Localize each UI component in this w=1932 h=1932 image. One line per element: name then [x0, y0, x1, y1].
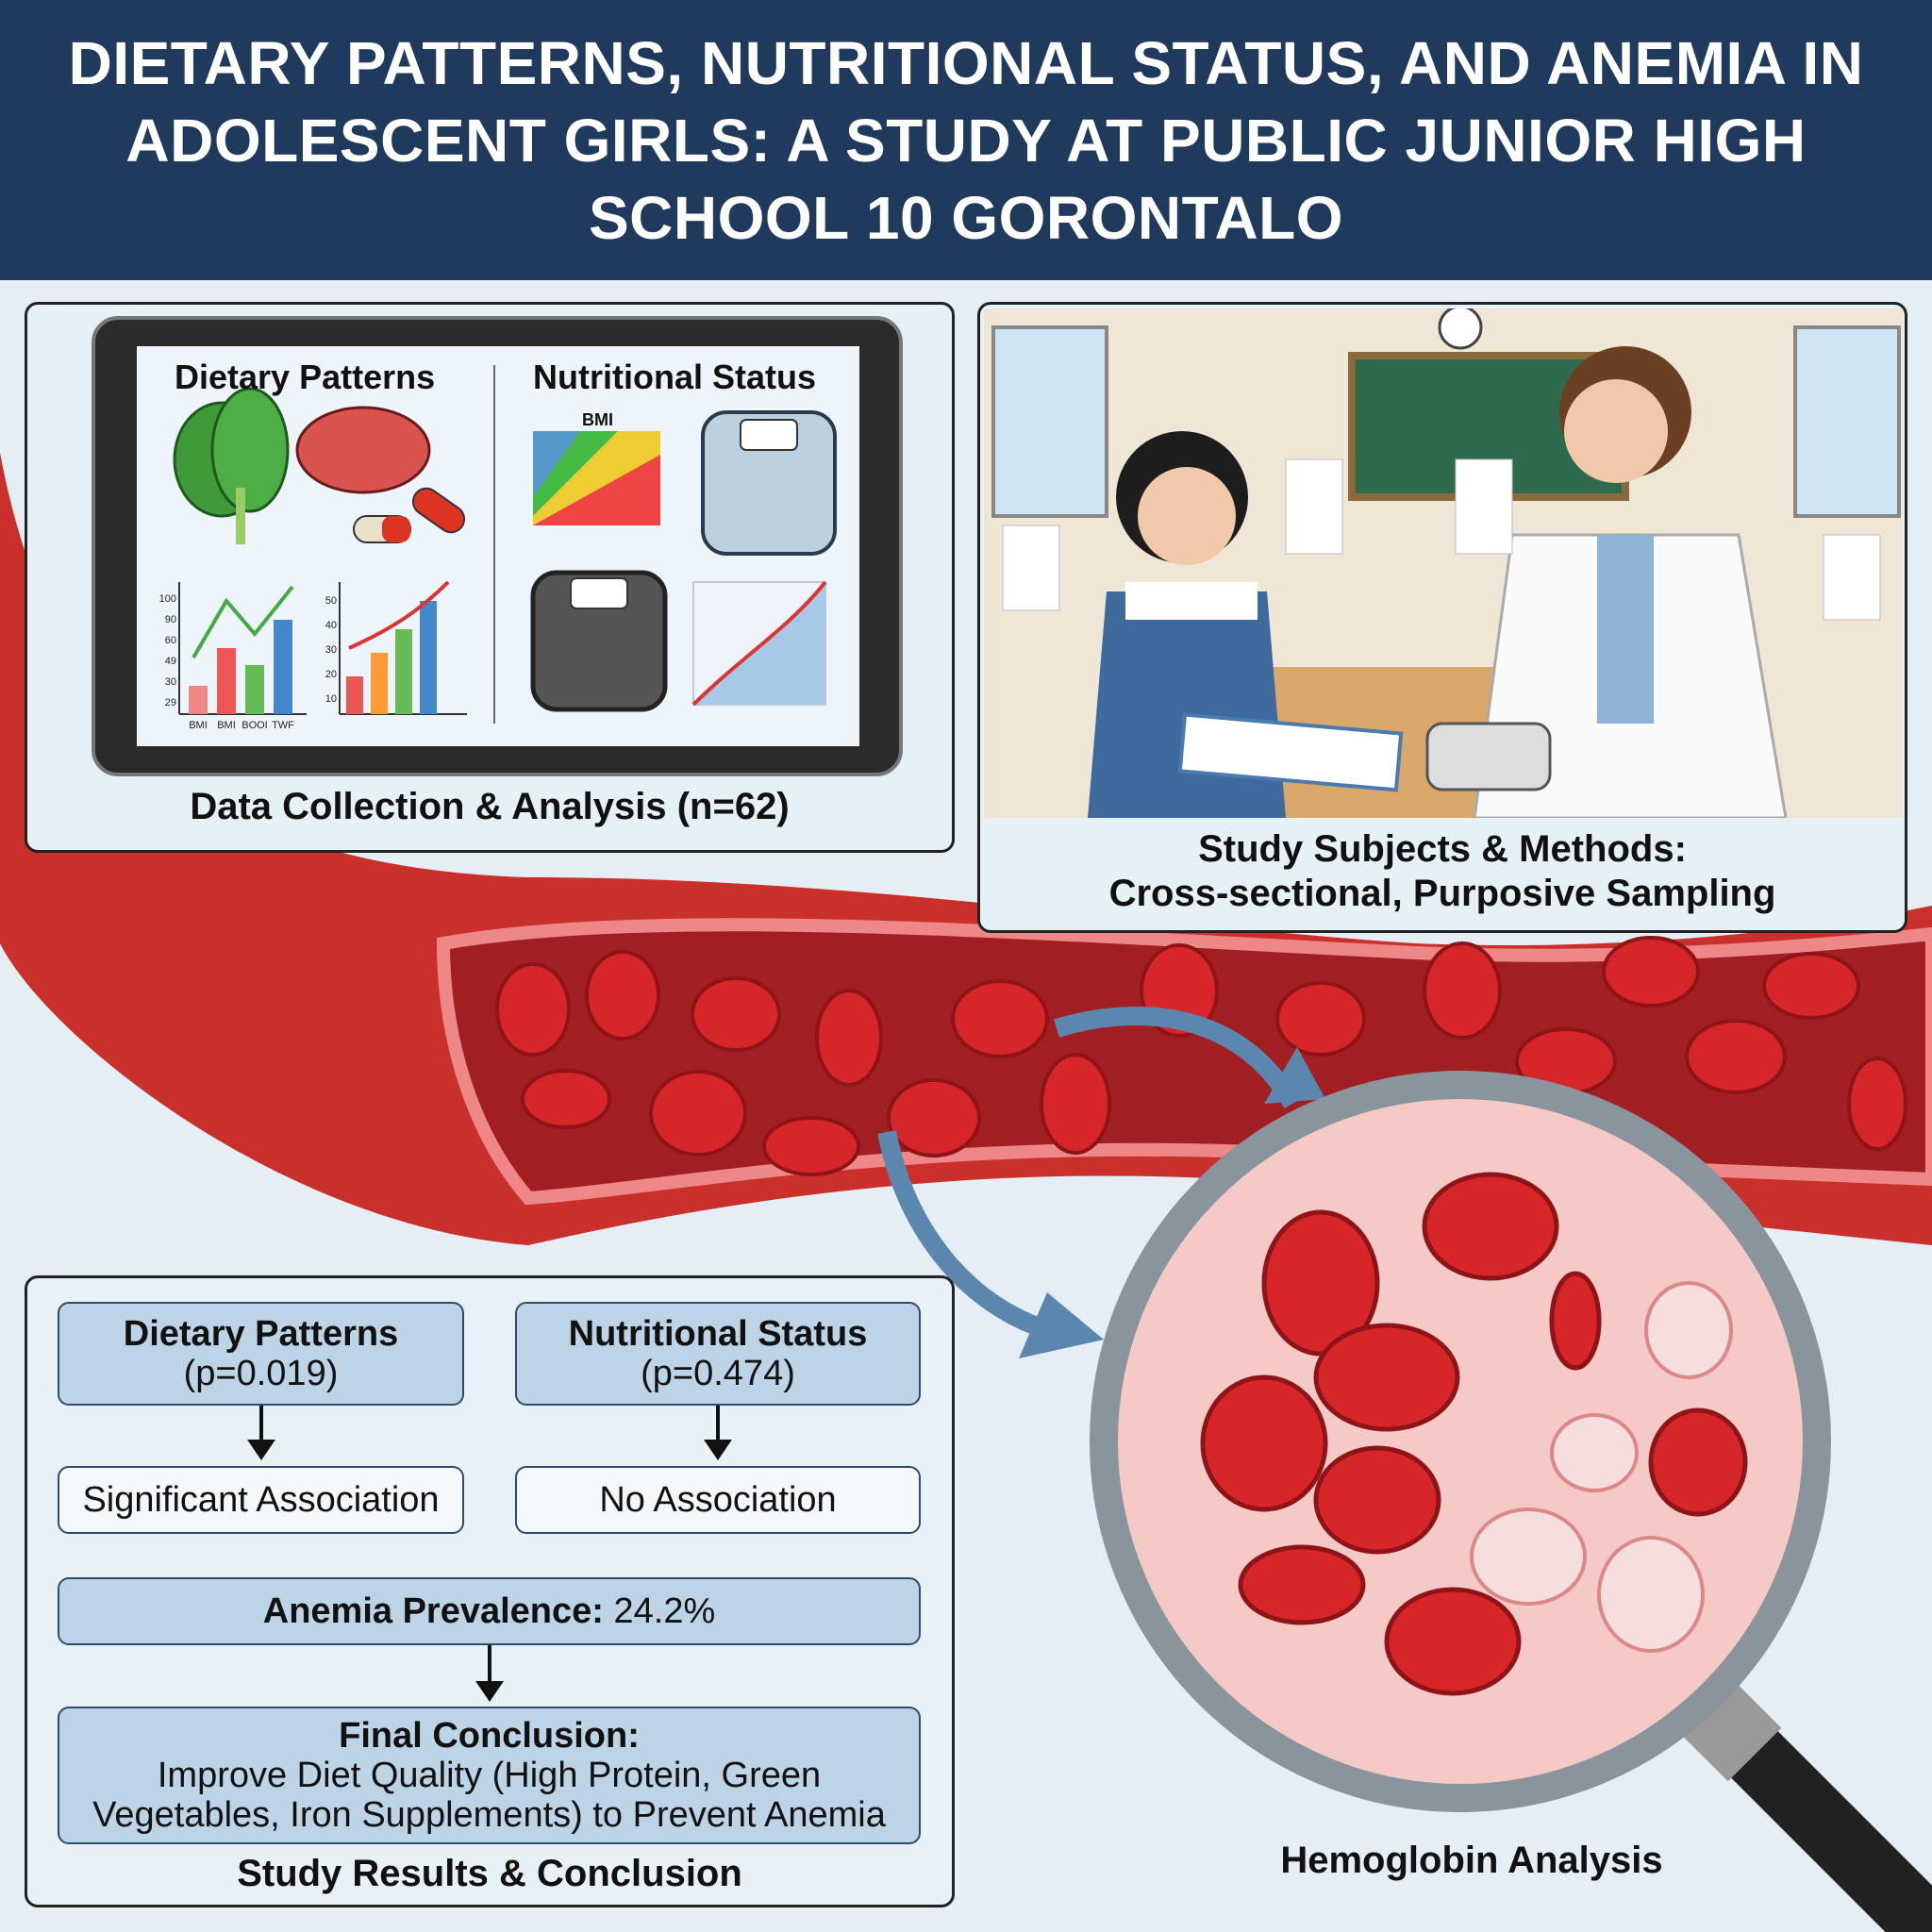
arrow-down — [704, 1406, 732, 1460]
bar-chart-2-ytick: 40 — [325, 620, 337, 631]
bar-chart-1-label: BMI — [189, 720, 208, 731]
bar-chart-1-label: BMI — [217, 720, 236, 731]
results-caption: Study Results & Conclusion — [237, 1853, 742, 1894]
conclusion-line1: Improve Diet Quality (High Protein, Gree… — [157, 1756, 822, 1795]
bar-chart-1-ytick: 90 — [164, 614, 176, 625]
nutrition-illustrations — [173, 387, 837, 715]
bar-chart-1-ytick: 49 — [164, 656, 176, 667]
no-association-box: No Association — [515, 1466, 921, 1534]
dietary-patterns-heading: Dietary Patterns — [175, 358, 436, 396]
nutritional-p-value: (p=0.474) — [641, 1354, 795, 1393]
bar-chart-2-ytick: 10 — [325, 693, 337, 705]
spinach-icon — [173, 387, 290, 544]
magnifying-glass-icon — [1090, 1071, 1932, 1932]
nutritional-result: No Association — [599, 1480, 837, 1520]
page-title: DIETARY PATTERNS, NUTRITIONAL STATUS, AN… — [68, 28, 1864, 252]
significant-association-box: Significant Association — [58, 1466, 464, 1534]
bar-chart-1-ytick: 100 — [158, 593, 176, 605]
dietary-patterns-box: Dietary Patterns (p=0.019) — [58, 1302, 464, 1406]
scale-icon-dark — [530, 570, 668, 712]
final-conclusion-box: Final Conclusion: Improve Diet Quality (… — [58, 1707, 921, 1844]
bar-chart-1-ytick: 29 — [164, 697, 176, 708]
anemia-label: Anemia Prevalence: — [262, 1591, 604, 1631]
bar-chart-2 — [339, 580, 467, 715]
bar-chart-1-ytick: 60 — [164, 635, 176, 646]
methods-panel: Study Subjects & Methods: Cross-sectiona… — [977, 302, 1907, 933]
dietary-result: Significant Association — [82, 1480, 440, 1520]
hemoglobin-caption: Hemoglobin Analysis — [1280, 1840, 1663, 1881]
nutritional-status-heading: Nutritional Status — [533, 358, 817, 396]
scale-icon — [701, 410, 837, 556]
bmi-chart — [533, 431, 660, 525]
conclusion-line2: Vegetables, Iron Supplements) to Prevent… — [92, 1795, 886, 1835]
header-banner: DIETARY PATTERNS, NUTRITIONAL STATUS, AN… — [0, 0, 1932, 280]
hemoglobin-meter — [1425, 722, 1552, 791]
growth-chart — [691, 580, 827, 707]
anemia-value: 24.2% — [613, 1591, 716, 1631]
tablet-screen: Dietary Patterns Nutritional Status BMI … — [137, 346, 859, 746]
dietary-p-value: (p=0.019) — [183, 1354, 339, 1393]
bar-chart-1-ytick: 30 — [164, 676, 176, 688]
data-collection-panel: Dietary Patterns Nutritional Status BMI … — [25, 302, 955, 853]
arrow-down — [475, 1645, 504, 1702]
bmi-label: BMI — [582, 410, 613, 429]
bar-chart-1 — [178, 582, 307, 715]
meat-icon — [295, 406, 431, 494]
dietary-title: Dietary Patterns — [123, 1314, 399, 1354]
nutritional-title: Nutritional Status — [568, 1314, 868, 1354]
bar-chart-2-ytick: 30 — [325, 644, 337, 656]
methods-caption-line1: Study Subjects & Methods: — [1198, 828, 1687, 870]
tablet-device: Dietary Patterns Nutritional Status BMI … — [92, 316, 903, 776]
bar-chart-2-ytick: 20 — [325, 669, 337, 680]
bar-chart-2-ytick: 50 — [325, 595, 337, 607]
classroom-illustration — [984, 308, 1903, 818]
data-collection-caption: Data Collection & Analysis (n=62) — [190, 786, 790, 827]
red-blood-cells — [1200, 1172, 1748, 1696]
pill-icons — [353, 487, 466, 543]
bar-chart-1-label: TWF — [272, 720, 294, 731]
bar-chart-1-label: BOOI — [242, 720, 268, 731]
researcher-figure — [1473, 346, 1788, 818]
methods-caption-line2: Cross-sectional, Purposive Sampling — [1108, 873, 1776, 914]
arrow-down — [247, 1406, 275, 1460]
nutritional-status-box: Nutritional Status (p=0.474) — [515, 1302, 921, 1406]
divider — [493, 365, 495, 724]
conclusion-title: Final Conclusion: — [339, 1716, 640, 1756]
anemia-prevalence-box: Anemia Prevalence: 24.2% — [58, 1577, 921, 1645]
